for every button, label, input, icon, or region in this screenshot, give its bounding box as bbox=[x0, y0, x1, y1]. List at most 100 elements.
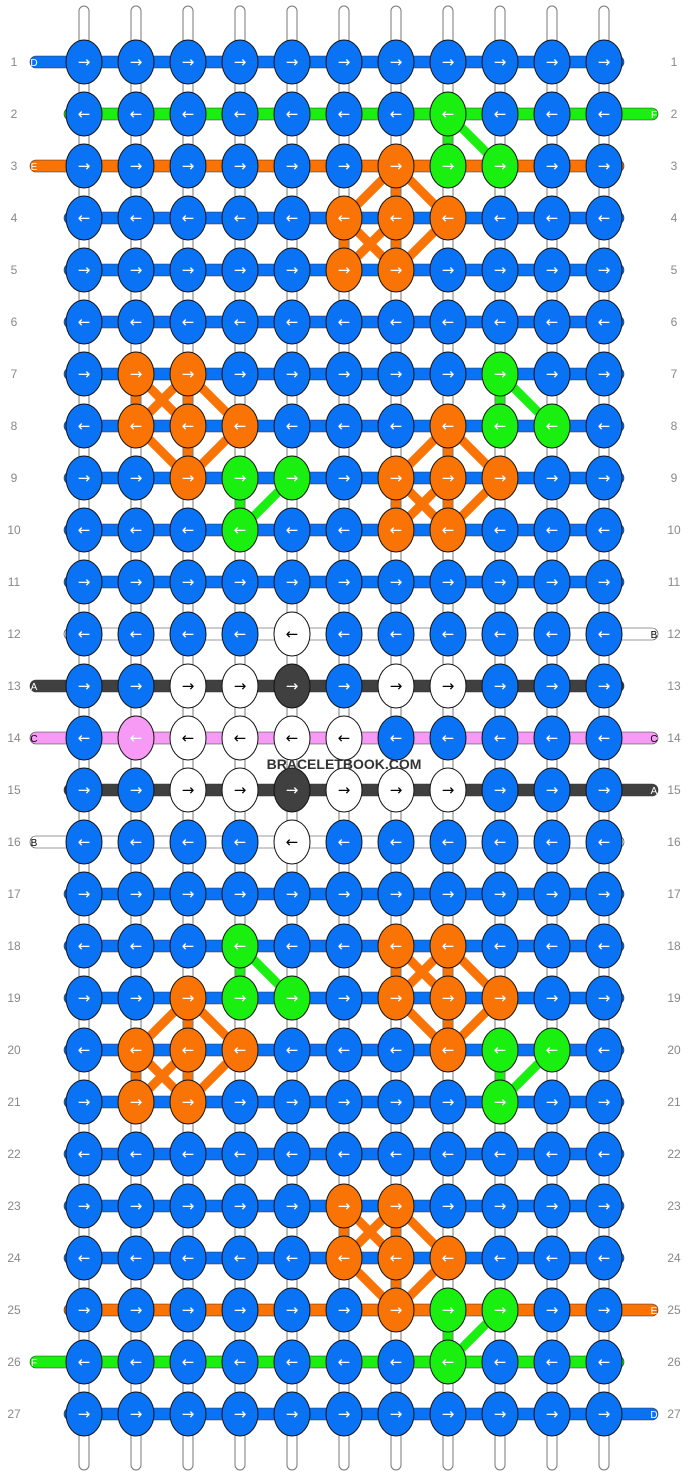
arrow-right-icon: → bbox=[78, 885, 91, 903]
arrow-left-icon: ← bbox=[390, 833, 403, 851]
knot: ← bbox=[273, 715, 311, 761]
knot: ← bbox=[273, 1339, 311, 1385]
knot-oval bbox=[533, 1235, 571, 1281]
thread-tag-left: C bbox=[30, 734, 37, 745]
knot-oval bbox=[65, 1235, 103, 1281]
knot-oval bbox=[273, 403, 311, 449]
arrow-left-icon: ← bbox=[130, 209, 143, 227]
knot-oval bbox=[481, 1079, 519, 1125]
knot-oval bbox=[169, 923, 207, 969]
arrow-left-icon: ← bbox=[494, 625, 507, 643]
knot: → bbox=[65, 455, 103, 501]
arrow-right-icon: → bbox=[494, 469, 507, 487]
arrow-right-icon: → bbox=[494, 261, 507, 279]
knot: → bbox=[169, 455, 207, 501]
knot: ← bbox=[273, 1027, 311, 1073]
row-number-left: 10 bbox=[7, 523, 21, 537]
knot-oval bbox=[221, 1391, 259, 1437]
knot-oval bbox=[481, 663, 519, 709]
knot-oval bbox=[65, 455, 103, 501]
knot-oval bbox=[481, 403, 519, 449]
knot-oval bbox=[325, 871, 363, 917]
arrow-left-icon: ← bbox=[182, 417, 195, 435]
knot: → bbox=[221, 559, 259, 605]
knot-oval bbox=[117, 559, 155, 605]
knot: ← bbox=[117, 1027, 155, 1073]
knot-oval bbox=[169, 611, 207, 657]
knot-oval bbox=[429, 39, 467, 85]
arrow-left-icon: ← bbox=[390, 521, 403, 539]
knot: → bbox=[273, 663, 311, 709]
knot: → bbox=[533, 455, 571, 501]
arrow-right-icon: → bbox=[390, 469, 403, 487]
knot: ← bbox=[377, 1235, 415, 1281]
knot-oval bbox=[325, 923, 363, 969]
knot: → bbox=[585, 351, 623, 397]
row-number-left: 2 bbox=[11, 107, 18, 121]
knot-oval bbox=[481, 195, 519, 241]
arrow-right-icon: → bbox=[338, 365, 351, 383]
arrow-right-icon: → bbox=[182, 469, 195, 487]
arrow-left-icon: ← bbox=[546, 729, 559, 747]
knot-oval bbox=[585, 975, 623, 1021]
arrow-left-icon: ← bbox=[130, 833, 143, 851]
knot: → bbox=[585, 767, 623, 813]
knot: ← bbox=[65, 91, 103, 137]
knot: → bbox=[117, 247, 155, 293]
knot: → bbox=[533, 871, 571, 917]
arrow-left-icon: ← bbox=[598, 105, 611, 123]
knot-oval bbox=[481, 39, 519, 85]
arrow-right-icon: → bbox=[338, 677, 351, 695]
arrow-right-icon: → bbox=[390, 53, 403, 71]
knot: → bbox=[585, 871, 623, 917]
arrow-left-icon: ← bbox=[286, 937, 299, 955]
knot-oval bbox=[117, 663, 155, 709]
knot: → bbox=[117, 351, 155, 397]
knot: ← bbox=[65, 819, 103, 865]
arrow-left-icon: ← bbox=[182, 1353, 195, 1371]
knot: → bbox=[221, 351, 259, 397]
knot: ← bbox=[325, 923, 363, 969]
knot-oval bbox=[117, 143, 155, 189]
arrow-left-icon: ← bbox=[598, 833, 611, 851]
knot: → bbox=[585, 975, 623, 1021]
knot-oval bbox=[325, 715, 363, 761]
arrow-right-icon: → bbox=[494, 157, 507, 175]
arrow-right-icon: → bbox=[338, 261, 351, 279]
knot: ← bbox=[429, 1027, 467, 1073]
knot-oval bbox=[117, 455, 155, 501]
arrow-left-icon: ← bbox=[182, 729, 195, 747]
arrow-right-icon: → bbox=[130, 1093, 143, 1111]
knot: ← bbox=[377, 819, 415, 865]
row-number-right: 27 bbox=[667, 1407, 681, 1421]
knot-oval bbox=[533, 559, 571, 605]
knot-oval bbox=[585, 351, 623, 397]
knot-oval bbox=[117, 39, 155, 85]
arrow-left-icon: ← bbox=[598, 937, 611, 955]
knot: → bbox=[169, 351, 207, 397]
knot: → bbox=[377, 1183, 415, 1229]
knot: ← bbox=[533, 507, 571, 553]
knot: → bbox=[377, 871, 415, 917]
arrow-right-icon: → bbox=[390, 261, 403, 279]
knot: → bbox=[169, 247, 207, 293]
knot: → bbox=[169, 559, 207, 605]
row-number-left: 6 bbox=[11, 315, 18, 329]
knot: ← bbox=[325, 715, 363, 761]
arrow-right-icon: → bbox=[78, 573, 91, 591]
arrow-left-icon: ← bbox=[182, 1041, 195, 1059]
knot: ← bbox=[377, 1027, 415, 1073]
row-number-right: 3 bbox=[671, 159, 678, 173]
arrow-right-icon: → bbox=[546, 1405, 559, 1423]
knot-oval bbox=[221, 819, 259, 865]
knot-oval bbox=[169, 1287, 207, 1333]
knot: → bbox=[585, 1079, 623, 1125]
knot: → bbox=[481, 143, 519, 189]
arrow-left-icon: ← bbox=[494, 1249, 507, 1267]
knot: → bbox=[377, 351, 415, 397]
arrow-left-icon: ← bbox=[598, 1145, 611, 1163]
knot: → bbox=[169, 1391, 207, 1437]
arrow-right-icon: → bbox=[390, 157, 403, 175]
knot: → bbox=[221, 247, 259, 293]
arrow-right-icon: → bbox=[390, 1405, 403, 1423]
